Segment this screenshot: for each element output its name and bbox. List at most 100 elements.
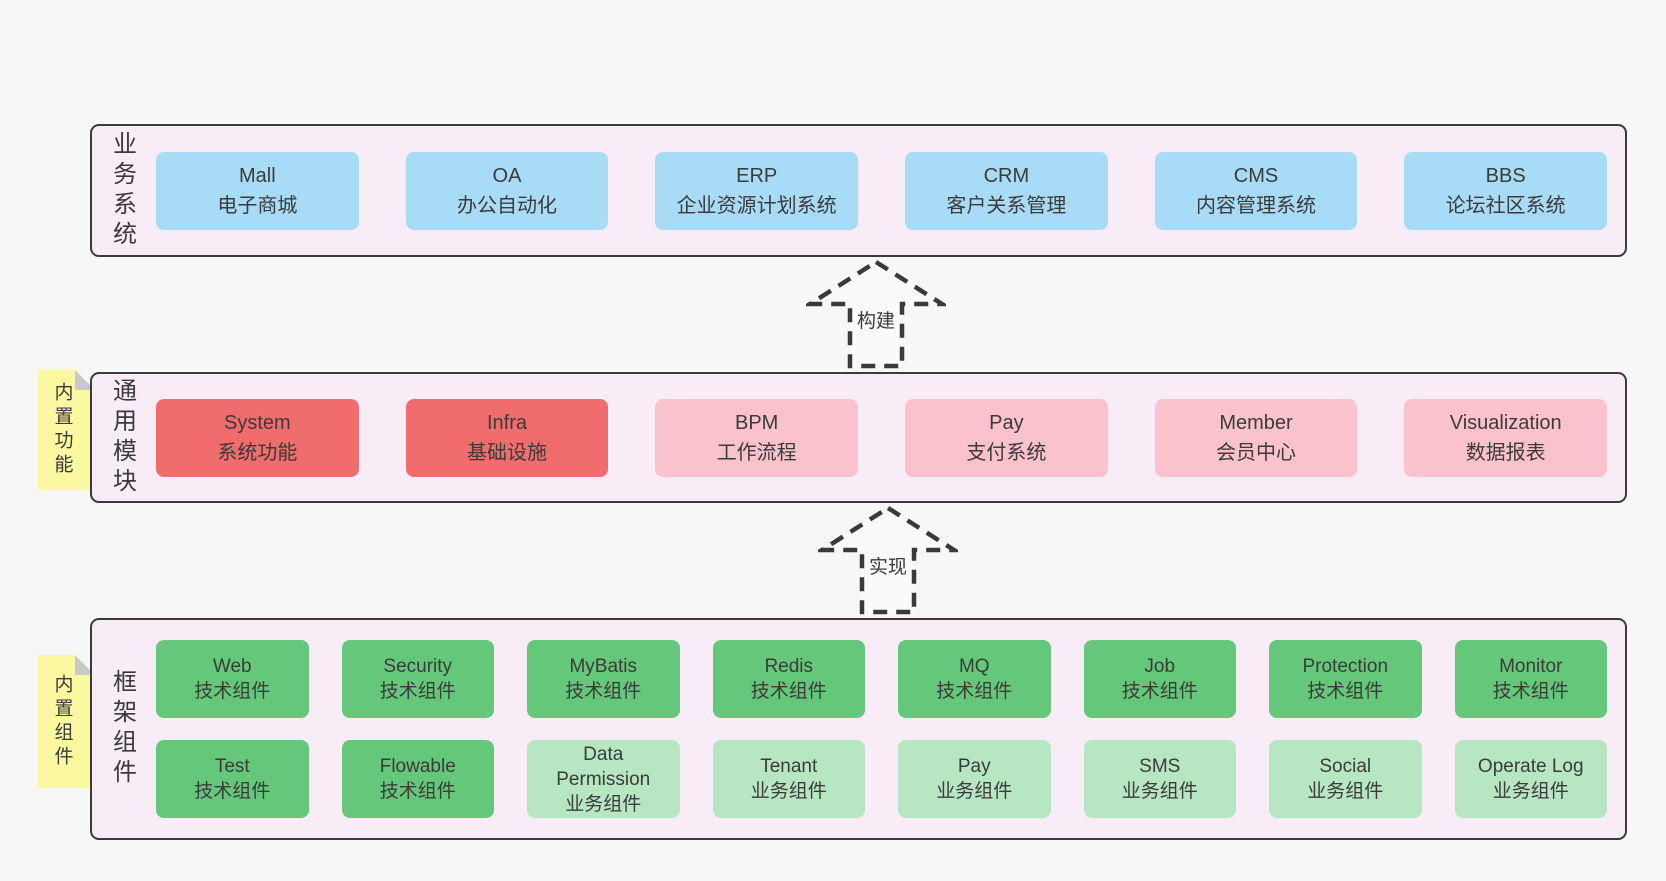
module-box-title: Mall (239, 164, 276, 187)
module-box-title: MyBatis (569, 656, 638, 677)
module-box-sms: SMS 业务组件 (1083, 740, 1236, 818)
module-box-title: ERP (736, 164, 778, 187)
module-box-title: Job (1144, 656, 1176, 677)
module-box-title: BBS (1485, 164, 1526, 187)
module-box-title: Pay (957, 756, 991, 777)
module-box-title: Monitor (1499, 656, 1563, 677)
module-box-crm: CRM 客户关系管理 (905, 151, 1108, 230)
module-box-title: Redis (764, 656, 814, 677)
module-box-erp: ERP 企业资源计划系统 (655, 151, 859, 230)
panel-business-systems-label: 业务系统 (108, 130, 136, 251)
module-box-subtitle: 基础设施 (467, 441, 547, 464)
module-box-social: Social 业务组件 (1269, 740, 1422, 818)
module-box-protection: Protection 技术组件 (1269, 640, 1422, 718)
framework-components-row-1: Web 技术组件 Security 技术组件 MyBatis 技术组件 Redi… (156, 640, 1607, 718)
module-box-title: Visualization (1449, 411, 1562, 434)
sticky-tag-builtin-components: 内置组件 (38, 655, 95, 788)
module-box-subtitle: 业务组件 (1121, 781, 1198, 802)
arrow-implement-label: 实现 (869, 556, 907, 578)
module-box-subtitle: 内容管理系统 (1196, 194, 1317, 217)
module-box-mybatis: MyBatis 技术组件 (527, 640, 680, 718)
module-box-job: Job 技术组件 (1083, 640, 1236, 718)
module-box-system: System 系统功能 (156, 398, 359, 477)
module-box-title: System (223, 411, 291, 434)
module-box-title: Flowable (379, 756, 456, 777)
module-box-title: CMS (1233, 164, 1279, 187)
module-box-title: Tenant (760, 756, 818, 777)
panel-business-systems: 业务系统 Mall 电子商城 OA 办公自动化 ERP 企业资源计划系统 CRM… (90, 124, 1627, 257)
module-box-web: Web 技术组件 (156, 640, 309, 718)
module-box-subtitle: 业务组件 (1492, 781, 1569, 802)
module-box-operate-log: Operate Log 业务组件 (1454, 740, 1607, 818)
module-box-subtitle: 技术组件 (936, 681, 1013, 702)
module-box-title: Infra (486, 411, 528, 434)
module-box-title: Pay (989, 411, 1024, 434)
module-box-subtitle: 支付系统 (966, 441, 1047, 464)
module-box-subtitle: 电子商城 (217, 194, 298, 217)
module-box-flowable: Flowable 技术组件 (341, 740, 494, 818)
module-box-bbs: BBS 论坛社区系统 (1404, 151, 1608, 230)
arrow-implement: 实现 (818, 505, 958, 615)
module-box-oa: OA 办公自动化 (405, 151, 609, 230)
framework-components-row-2: Test 技术组件 Flowable 技术组件 Data Permission … (156, 740, 1607, 818)
module-box-subtitle: 工作流程 (716, 441, 797, 464)
module-box-title: CRM (983, 164, 1030, 187)
module-box-title: Data Permission (556, 743, 651, 790)
panel-common-modules-label: 通用模块 (108, 377, 136, 498)
module-box-subtitle: 技术组件 (194, 681, 271, 702)
arrow-build-label: 构建 (857, 310, 895, 332)
module-box-subtitle: 业务组件 (1307, 781, 1384, 802)
arrow-build-outline (806, 259, 946, 369)
module-box-bpm: BPM 工作流程 (655, 398, 859, 477)
module-box-mall: Mall 电子商城 (156, 151, 359, 230)
module-box-member: Member 会员中心 (1154, 398, 1358, 477)
module-box-security: Security 技术组件 (341, 640, 494, 718)
module-box-subtitle: 业务组件 (936, 781, 1013, 802)
module-box-infra: Infra 基础设施 (405, 398, 609, 477)
module-box-title: Operate Log (1477, 756, 1584, 777)
module-box-title: Test (214, 756, 250, 777)
module-box-visualization: Visualization 数据报表 (1404, 398, 1608, 477)
module-box-subtitle: 技术组件 (750, 681, 827, 702)
module-box-subtitle: 办公自动化 (457, 194, 557, 217)
module-box-pay: Pay 业务组件 (898, 740, 1051, 818)
module-box-subtitle: 技术组件 (379, 781, 456, 802)
module-box-data-permission: Data Permission 业务组件 (527, 740, 680, 818)
sticky-tag-builtin-components-label: 内置组件 (51, 673, 73, 770)
module-box-test: Test 技术组件 (156, 740, 309, 818)
arrow-implement-outline (818, 505, 958, 615)
module-box-monitor: Monitor 技术组件 (1454, 640, 1607, 718)
panel-common-modules: 通用模块 System 系统功能 Infra 基础设施 BPM 工作流程 Pay… (90, 372, 1627, 503)
arrow-build: 构建 (806, 259, 946, 369)
module-box-title: Web (212, 656, 252, 677)
sticky-tag-builtin-features: 内置功能 (38, 370, 95, 490)
module-box-redis: Redis 技术组件 (712, 640, 865, 718)
module-box-title: Security (383, 656, 453, 677)
module-box-title: MQ (958, 656, 990, 677)
business-systems-box-row: Mall 电子商城 OA 办公自动化 ERP 企业资源计划系统 CRM 客户关系… (148, 126, 1625, 255)
module-box-subtitle: 业务组件 (565, 793, 642, 815)
module-box-cms: CMS 内容管理系统 (1154, 151, 1358, 230)
module-box-subtitle: 技术组件 (1121, 681, 1198, 702)
panel-framework-components: 框架组件 Web 技术组件 Security 技术组件 MyBatis 技术组件… (90, 618, 1627, 840)
module-box-mq: MQ 技术组件 (898, 640, 1051, 718)
module-box-title: Social (1319, 756, 1372, 777)
module-box-subtitle: 数据报表 (1465, 441, 1546, 464)
module-box-tenant: Tenant 业务组件 (712, 740, 865, 818)
module-box-pay: Pay 支付系统 (905, 398, 1108, 477)
common-modules-box-row: System 系统功能 Infra 基础设施 BPM 工作流程 Pay 支付系统… (148, 374, 1625, 501)
module-box-subtitle: 技术组件 (379, 681, 456, 702)
module-box-title: SMS (1139, 756, 1181, 777)
framework-components-grid: Web 技术组件 Security 技术组件 MyBatis 技术组件 Redi… (148, 620, 1625, 838)
module-box-subtitle: 客户关系管理 (946, 194, 1067, 217)
module-box-subtitle: 技术组件 (565, 681, 642, 702)
panel-framework-components-label: 框架组件 (108, 669, 136, 789)
module-box-subtitle: 技术组件 (194, 781, 271, 802)
module-box-title: Member (1219, 411, 1293, 434)
module-box-subtitle: 论坛社区系统 (1445, 194, 1566, 217)
sticky-tag-builtin-features-label: 内置功能 (51, 382, 73, 478)
module-box-title: BPM (735, 411, 779, 434)
module-box-subtitle: 会员中心 (1216, 441, 1297, 464)
module-box-subtitle: 业务组件 (750, 781, 827, 802)
